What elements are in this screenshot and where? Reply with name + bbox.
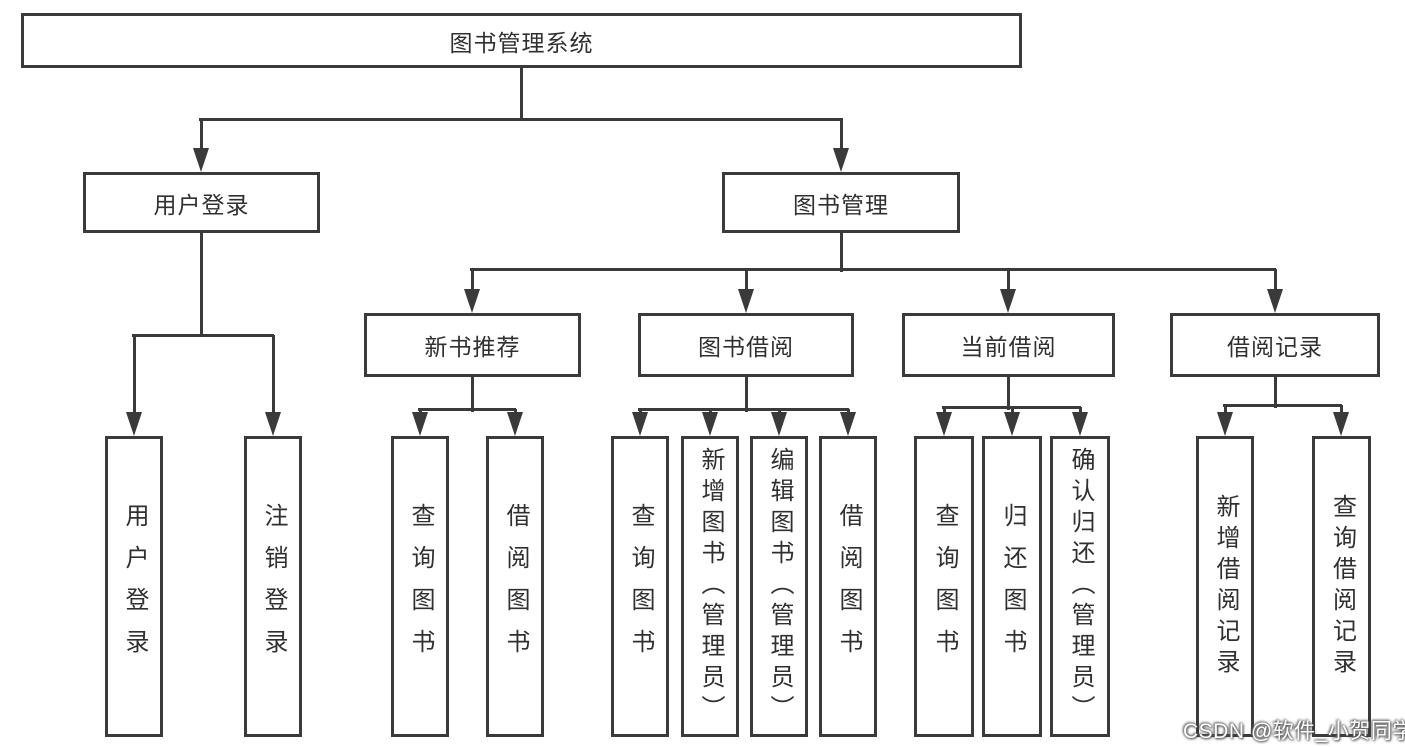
leaf-add-borrow-record-label: 新增借阅记录 [1212,493,1239,680]
node-new-book-recommend: 新书推荐 [364,313,581,377]
connector-line [199,117,843,121]
leaf-query-book-borrow-label: 查询图书 [627,502,654,671]
connector-line [271,335,275,414]
node-book-management-label: 图书管理 [793,191,889,218]
node-borrow-record: 借阅记录 [1170,313,1380,377]
arrow-down-icon [412,412,428,436]
leaf-return-book-label: 归还图书 [999,502,1026,671]
node-current-borrow-label: 当前借阅 [960,334,1057,360]
arrow-down-icon [193,148,209,172]
connector-line [744,269,748,291]
arrow-down-icon [1333,412,1349,436]
leaf-user-login: 用户登录 [105,436,163,737]
connector-line [470,377,474,412]
leaf-edit-book-admin: 编辑图书（管理员） [750,436,808,737]
arrow-down-icon [771,412,787,436]
connector-line [1223,403,1342,407]
connector-line [199,233,203,337]
node-book-management: 图书管理 [722,172,960,233]
node-book-borrow-label: 图书借阅 [698,334,794,360]
leaf-add-book-admin-label: 新增图书（管理员） [697,447,724,726]
arrow-down-icon [464,289,480,313]
connector-line [1006,377,1010,410]
connector-line [418,407,516,411]
leaf-return-book: 归还图书 [982,436,1042,737]
connector-line [132,333,274,337]
arrow-down-icon [507,412,523,436]
arrow-down-icon [840,412,856,436]
connector-line [1010,407,1014,414]
leaf-query-book-current-label: 查询图书 [931,502,958,671]
node-user-login: 用户登录 [83,172,320,233]
arrow-down-icon [738,289,754,313]
connector-line [839,119,843,151]
leaf-query-book-recommend: 查询图书 [391,436,449,737]
leaf-logout-label: 注销登录 [260,502,287,671]
arrow-down-icon [702,412,718,436]
leaf-logout: 注销登录 [244,436,302,737]
arrow-down-icon [1004,412,1020,436]
node-book-borrow: 图书借阅 [638,313,854,377]
leaf-borrow-book-label: 借阅图书 [835,502,862,671]
connector-line [942,405,1081,409]
arrow-down-icon [833,148,849,172]
connector-line [199,119,203,151]
node-root-label: 图书管理系统 [449,29,594,56]
leaf-user-login-label: 用户登录 [121,502,148,671]
connector-line [942,407,946,414]
leaf-query-borrow-record: 查询借阅记录 [1312,436,1371,737]
leaf-query-book-borrow: 查询图书 [611,436,669,737]
leaf-add-book-admin: 新增图书（管理员） [681,436,739,737]
connector-line [1078,407,1082,414]
arrow-down-icon [1267,289,1283,313]
node-borrow-record-label: 借阅记录 [1227,334,1323,360]
arrow-down-icon [1217,412,1233,436]
leaf-edit-book-admin-label: 编辑图书（管理员） [766,447,793,726]
arrow-down-icon [632,412,648,436]
leaf-borrow-book-recommend: 借阅图书 [486,436,544,737]
connector-line [1273,269,1277,291]
connector-line [470,267,1276,271]
connector-line [839,233,843,272]
arrow-down-icon [936,412,952,436]
leaf-confirm-return-admin: 确认归还（管理员） [1050,436,1110,737]
connector-line [470,269,474,291]
leaf-query-book-current: 查询图书 [914,436,974,737]
node-root: 图书管理系统 [21,13,1022,68]
connector-line [1006,269,1010,291]
csdn-watermark: CSDN @软件_小贺同学 [1183,720,1405,743]
leaf-add-borrow-record: 新增借阅记录 [1196,436,1254,737]
arrow-down-icon [126,412,142,436]
connector-line [744,377,748,412]
connector-line [519,68,523,121]
connector-line [638,407,849,411]
connector-line [1223,405,1227,413]
node-user-login-label: 用户登录 [153,191,250,218]
leaf-borrow-book-recommend-label: 借阅图书 [502,502,529,671]
connector-line [132,335,136,414]
leaf-query-borrow-record-label: 查询借阅记录 [1328,493,1356,680]
arrow-down-icon [1072,412,1088,436]
arrow-down-icon [265,412,281,436]
node-current-borrow: 当前借阅 [902,313,1115,377]
connector-line [1339,405,1343,413]
node-new-book-recommend-label: 新书推荐 [424,334,521,360]
connector-line [1273,377,1277,408]
leaf-query-book-recommend-label: 查询图书 [407,502,434,671]
leaf-confirm-return-admin-label: 确认归还（管理员） [1067,447,1094,726]
arrow-down-icon [1000,289,1016,313]
leaf-borrow-book: 借阅图书 [819,436,877,737]
